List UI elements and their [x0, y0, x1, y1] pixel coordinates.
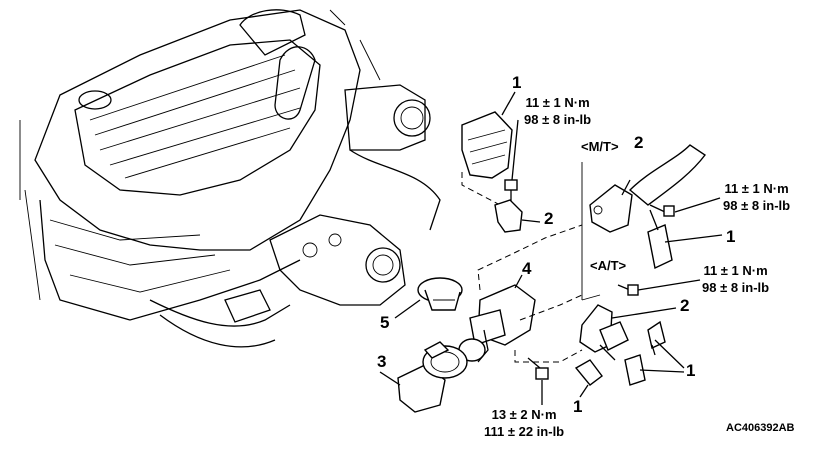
- figure-code: AC406392AB: [726, 422, 795, 434]
- thermostat: [417, 277, 463, 311]
- bolt-bottom: [527, 357, 549, 380]
- torque-spec-at: 11 ± 1 N·m 98 ± 8 in-lb: [702, 262, 769, 296]
- bolt-mt: [649, 204, 675, 217]
- torque-spec-mt: 11 ± 1 N·m 98 ± 8 in-lb: [723, 180, 790, 214]
- torque-at-nm: 11 ± 1 N·m: [703, 263, 768, 278]
- hose-bracket-top: [494, 199, 523, 233]
- water-inlet-fitting: [458, 284, 536, 363]
- torque-mt-inlb: 98 ± 8 in-lb: [723, 198, 791, 213]
- callout-hose-top: 1: [512, 73, 522, 92]
- torque-at-inlb: 98 ± 8 in-lb: [702, 280, 770, 295]
- hose-mt: [628, 144, 707, 270]
- radiator-hose-upper: [461, 111, 513, 179]
- torque-mt-nm: 11 ± 1 N·m: [724, 181, 789, 196]
- torque-spec-top: 11 ± 1 N·m 98 ± 8 in-lb: [524, 94, 591, 128]
- torque-spec-bottom: 13 ± 2 N·m 111 ± 22 in-lb: [484, 406, 564, 440]
- engine-assembly: [19, 9, 441, 348]
- bolt-at: [617, 284, 639, 296]
- torque-bottom-nm: 13 ± 2 N·m: [491, 407, 557, 422]
- callout-water-inlet-hose: 3: [377, 352, 387, 371]
- hoses-at: [574, 320, 666, 386]
- callout-hose-mt: 1: [726, 227, 736, 246]
- callout-thermostat: 5: [380, 313, 390, 332]
- callout-bracket-mt: 2: [634, 133, 644, 152]
- water-inlet-hose: [397, 341, 468, 413]
- bracket-mt: [589, 184, 633, 233]
- callout-bracket-at: 2: [680, 296, 690, 315]
- callout-clamp-left: 2: [544, 209, 554, 228]
- torque-top-nm: 11 ± 1 N·m: [525, 95, 590, 110]
- callout-hose-bottom: 1: [573, 397, 583, 416]
- label-automatic-transmission: <A/T>: [590, 258, 627, 273]
- torque-top-inlb: 98 ± 8 in-lb: [524, 112, 592, 127]
- callout-hoses-at: 1: [686, 361, 696, 380]
- label-manual-transmission: <M/T>: [581, 139, 619, 154]
- torque-bottom-inlb: 111 ± 22 in-lb: [484, 424, 565, 439]
- callout-water-inlet-fitting: 4: [522, 259, 532, 278]
- bracket-at: [579, 304, 629, 353]
